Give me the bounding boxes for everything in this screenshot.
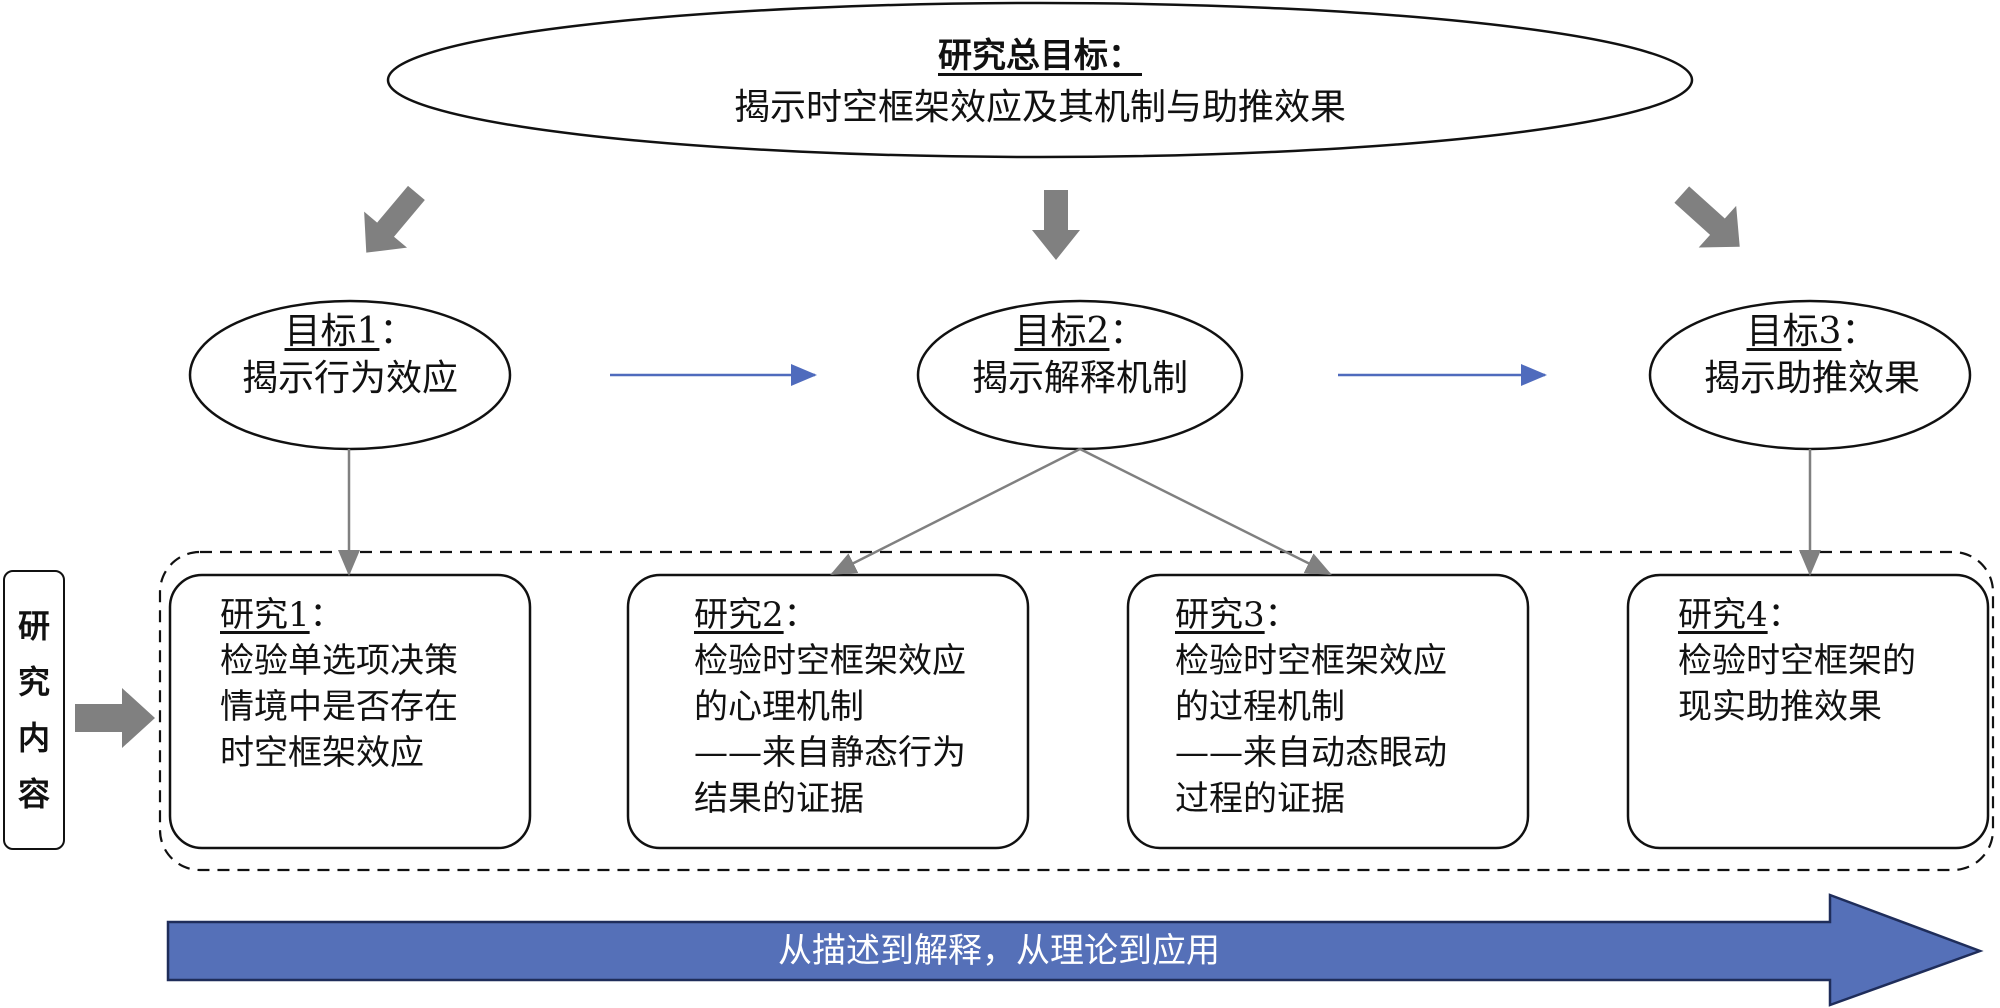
study3-colon: ：: [1264, 595, 1299, 635]
study1-colon: ：: [309, 595, 344, 635]
study2-line: 结果的证据: [694, 779, 864, 819]
side-label-char: 究: [17, 663, 50, 701]
gray-arrow-to-goal1: [364, 185, 425, 253]
study3-content: 研究3： 检验时空框架效应 的过程机制 ——来自动态眼动 过程的证据: [1175, 592, 1447, 822]
research-content-label: 研 究 内 容: [3, 570, 65, 850]
goal2-colon: ：: [1109, 311, 1146, 352]
study4-colon: ：: [1767, 595, 1802, 635]
study4-content: 研究4： 检验时空框架的 现实助推效果: [1678, 592, 1916, 730]
study2-line: ——来自静态行为: [694, 733, 966, 773]
study3-box: [1126, 573, 1530, 850]
goal1: 目标1： 揭示行为效应: [190, 310, 510, 404]
study4-line: 现实助推效果: [1678, 687, 1882, 727]
study3-line: 过程的证据: [1175, 779, 1345, 819]
study2-box: [626, 573, 1030, 850]
study4-label: 研究4: [1678, 595, 1768, 635]
study2-label: 研究2: [694, 595, 784, 635]
study1-content: 研究1： 检验单选项决策 情境中是否存在 时空框架效应: [220, 592, 458, 776]
flow-arrow-shape: [166, 893, 1984, 1007]
goal2: 目标2： 揭示解释机制: [920, 310, 1240, 404]
goal1-text: 揭示行为效应: [241, 358, 458, 399]
side-label-char: 容: [17, 775, 50, 813]
study1-line: 情境中是否存在: [220, 687, 458, 727]
gray-arrow-to-research-content: [75, 688, 155, 748]
overall-goal-ellipse: [386, 1, 1694, 159]
study4-line: 检验时空框架的: [1678, 641, 1916, 681]
study2-line: 的心理机制: [694, 687, 864, 727]
goal3-text: 揭示助推效果: [1703, 358, 1920, 399]
study3-line: 检验时空框架效应: [1175, 641, 1447, 681]
goal3-colon: ：: [1841, 311, 1878, 352]
study3-label: 研究3: [1175, 595, 1265, 635]
study1-line: 检验单选项决策: [220, 641, 458, 681]
goal2-label: 目标2: [1014, 311, 1110, 352]
goal1-label: 目标1: [284, 311, 380, 352]
goal3: 目标3： 揭示助推效果: [1652, 310, 1972, 404]
study2-colon: ：: [783, 595, 818, 635]
goal1-colon: ：: [379, 311, 416, 352]
side-label-char: 研: [17, 607, 50, 645]
overall-goal-label: 研究总目标：: [938, 36, 1142, 76]
gray-arrow-to-goal3: [1674, 186, 1740, 248]
study2-line: 检验时空框架效应: [694, 641, 966, 681]
study3-line: 的过程机制: [1175, 687, 1345, 727]
goal3-label: 目标3: [1746, 311, 1842, 352]
study1-label: 研究1: [220, 595, 310, 635]
goal2-text: 揭示解释机制: [971, 358, 1188, 399]
side-label-char: 内: [17, 719, 50, 757]
study1-line: 时空框架效应: [220, 733, 424, 773]
research-content-container: [158, 550, 1995, 872]
gray-arrow-to-goal2: [1032, 190, 1080, 260]
connector-goal2-to-study3: [1079, 447, 1332, 576]
flow-arrow-label: 从描述到解释，从理论到应用: [778, 931, 1220, 971]
connector-goal2-to-study2: [830, 447, 1081, 576]
study3-line: ——来自动态眼动: [1175, 733, 1447, 773]
study2-content: 研究2： 检验时空框架效应 的心理机制 ——来自静态行为 结果的证据: [694, 592, 966, 822]
overall-goal-text: 揭示时空框架效应及其机制与助推效果: [733, 87, 1346, 128]
